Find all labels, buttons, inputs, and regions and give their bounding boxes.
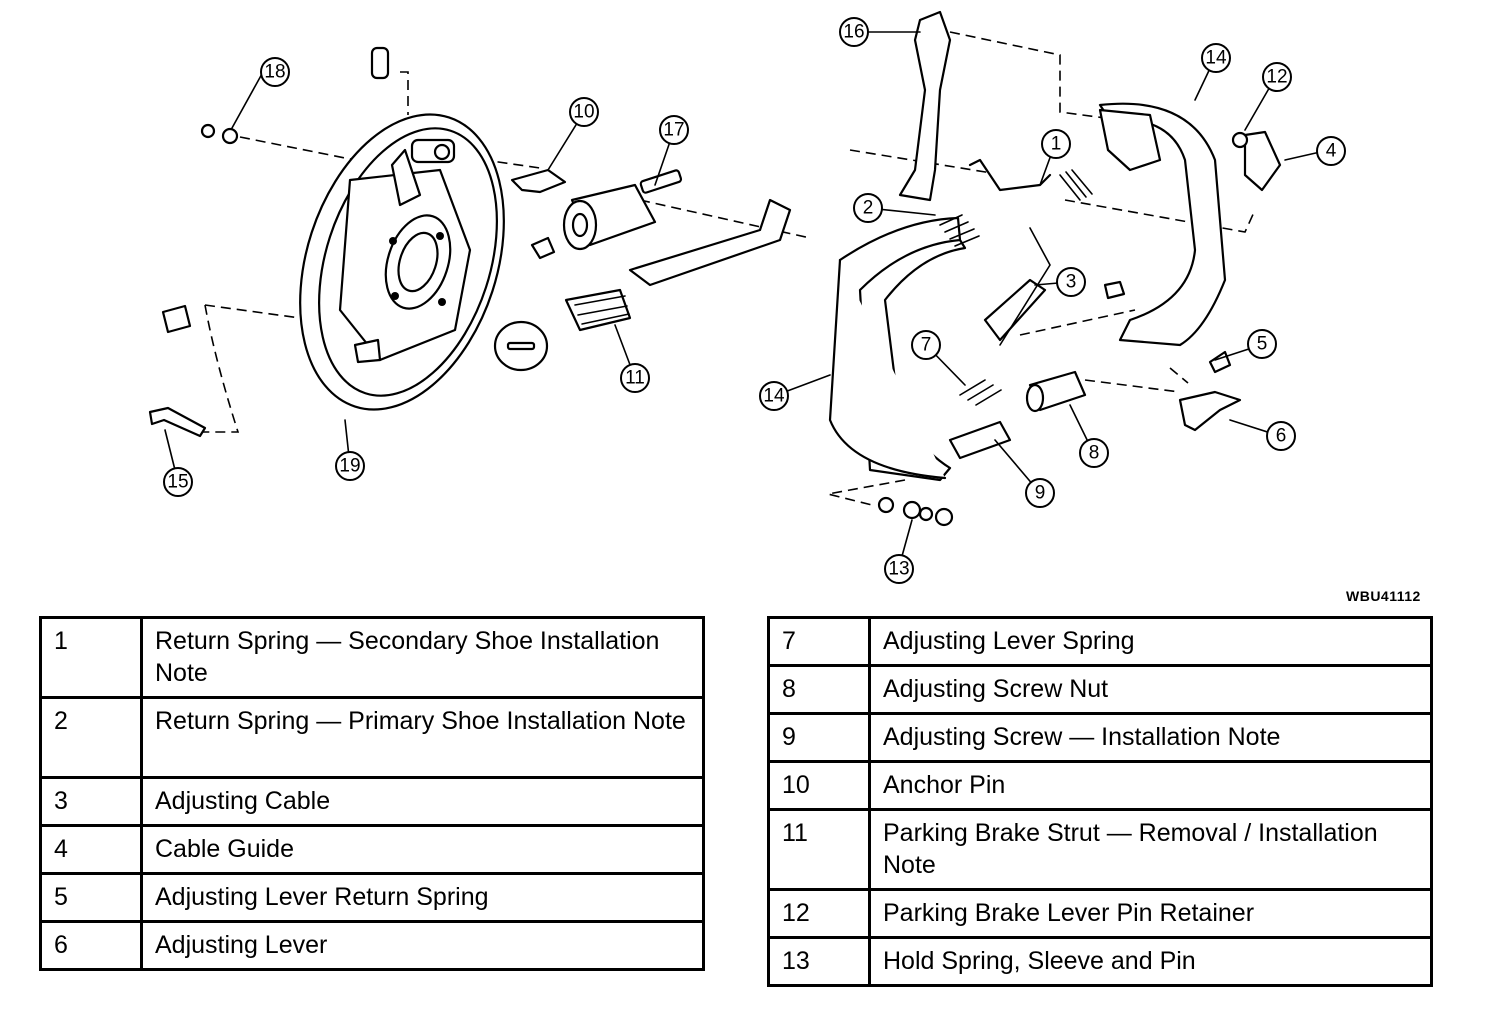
callout-14-top: 14 bbox=[1201, 43, 1231, 73]
legend-description: Adjusting Screw — Installation Note bbox=[868, 712, 1433, 763]
legend-number: 1 bbox=[39, 616, 143, 699]
legend-number: 3 bbox=[39, 776, 143, 827]
callout-8: 8 bbox=[1079, 438, 1109, 468]
callout-7: 7 bbox=[911, 330, 941, 360]
callout-label: 2 bbox=[863, 198, 874, 219]
callout-label: 19 bbox=[339, 456, 360, 477]
legend-description: Adjusting Cable bbox=[140, 776, 705, 827]
figure-code: WBU41112 bbox=[1346, 588, 1421, 604]
callout-label: 7 bbox=[921, 335, 932, 356]
legend-description: Return Spring — Primary Shoe Installatio… bbox=[140, 696, 705, 779]
legend-number: 11 bbox=[767, 808, 871, 891]
backing-plate bbox=[299, 113, 505, 411]
legend-number: 4 bbox=[39, 824, 143, 875]
callout-17: 17 bbox=[659, 115, 689, 145]
legend-description: Adjusting Lever bbox=[140, 920, 705, 971]
callout-2: 2 bbox=[853, 193, 883, 223]
callout-label: 17 bbox=[663, 120, 684, 141]
callout-18: 18 bbox=[260, 57, 290, 87]
legend-description: Parking Brake Lever Pin Retainer bbox=[868, 888, 1433, 939]
callout-15: 15 bbox=[163, 467, 193, 497]
parking-brake-lever bbox=[898, 10, 952, 202]
callout-label: 12 bbox=[1266, 67, 1287, 88]
callout-3: 3 bbox=[1056, 267, 1086, 297]
callout-label: 16 bbox=[843, 22, 864, 43]
legend-number: 13 bbox=[767, 936, 871, 987]
callout-label: 15 bbox=[167, 472, 188, 493]
callout-19: 19 bbox=[335, 451, 365, 481]
callout-10: 10 bbox=[569, 97, 599, 127]
legend-number: 5 bbox=[39, 872, 143, 923]
legend-description: Cable Guide bbox=[140, 824, 705, 875]
legend-number: 2 bbox=[39, 696, 143, 779]
callout-label: 9 bbox=[1035, 483, 1046, 504]
wheel-cylinder bbox=[530, 169, 683, 260]
callout-6: 6 bbox=[1266, 421, 1296, 451]
legend-description: Adjusting Lever Return Spring bbox=[140, 872, 705, 923]
left-hardware bbox=[148, 46, 567, 438]
callout-label: 6 bbox=[1276, 426, 1287, 447]
legend-description: Adjusting Screw Nut bbox=[868, 664, 1433, 715]
callout-label: 18 bbox=[264, 62, 285, 83]
legend-description: Anchor Pin bbox=[868, 760, 1433, 811]
legend-number: 12 bbox=[767, 888, 871, 939]
callout-5: 5 bbox=[1247, 329, 1277, 359]
callout-4: 4 bbox=[1316, 136, 1346, 166]
brake-shoes bbox=[828, 102, 1227, 482]
callout-label: 8 bbox=[1089, 443, 1100, 464]
callout-label: 11 bbox=[625, 368, 645, 389]
springs-adjuster bbox=[877, 130, 1282, 527]
legend-number: 10 bbox=[767, 760, 871, 811]
callout-13: 13 bbox=[884, 554, 914, 584]
callout-label: 3 bbox=[1066, 272, 1077, 293]
callout-9: 9 bbox=[1025, 478, 1055, 508]
brake-exploded-diagram: 18 10 17 11 15 19 16 14 12 4 1 2 3 7 5 1… bbox=[148, 10, 1346, 584]
callout-label: 1 bbox=[1051, 134, 1062, 155]
callout-11: 11 bbox=[620, 363, 650, 393]
legend-number: 9 bbox=[767, 712, 871, 763]
legend-description: Hold Spring, Sleeve and Pin bbox=[868, 936, 1433, 987]
legend-number: 7 bbox=[767, 616, 871, 667]
callout-label: 14 bbox=[763, 386, 785, 407]
parking-brake-strut bbox=[493, 198, 792, 372]
callout-label: 10 bbox=[573, 102, 594, 123]
callout-1: 1 bbox=[1041, 129, 1071, 159]
callout-label: 14 bbox=[1205, 48, 1227, 69]
callout-label: 4 bbox=[1326, 141, 1337, 162]
legend-description: Parking Brake Strut — Removal / Installa… bbox=[868, 808, 1433, 891]
callout-14-left: 14 bbox=[759, 381, 789, 411]
legend-description: Adjusting Lever Spring bbox=[868, 616, 1433, 667]
legend-number: 8 bbox=[767, 664, 871, 715]
legend-description: Return Spring — Secondary Shoe Installat… bbox=[140, 616, 705, 699]
callout-label: 13 bbox=[888, 559, 909, 580]
callout-label: 5 bbox=[1257, 334, 1268, 355]
callout-12: 12 bbox=[1262, 62, 1292, 92]
legend-number: 6 bbox=[39, 920, 143, 971]
callout-16: 16 bbox=[839, 17, 869, 47]
